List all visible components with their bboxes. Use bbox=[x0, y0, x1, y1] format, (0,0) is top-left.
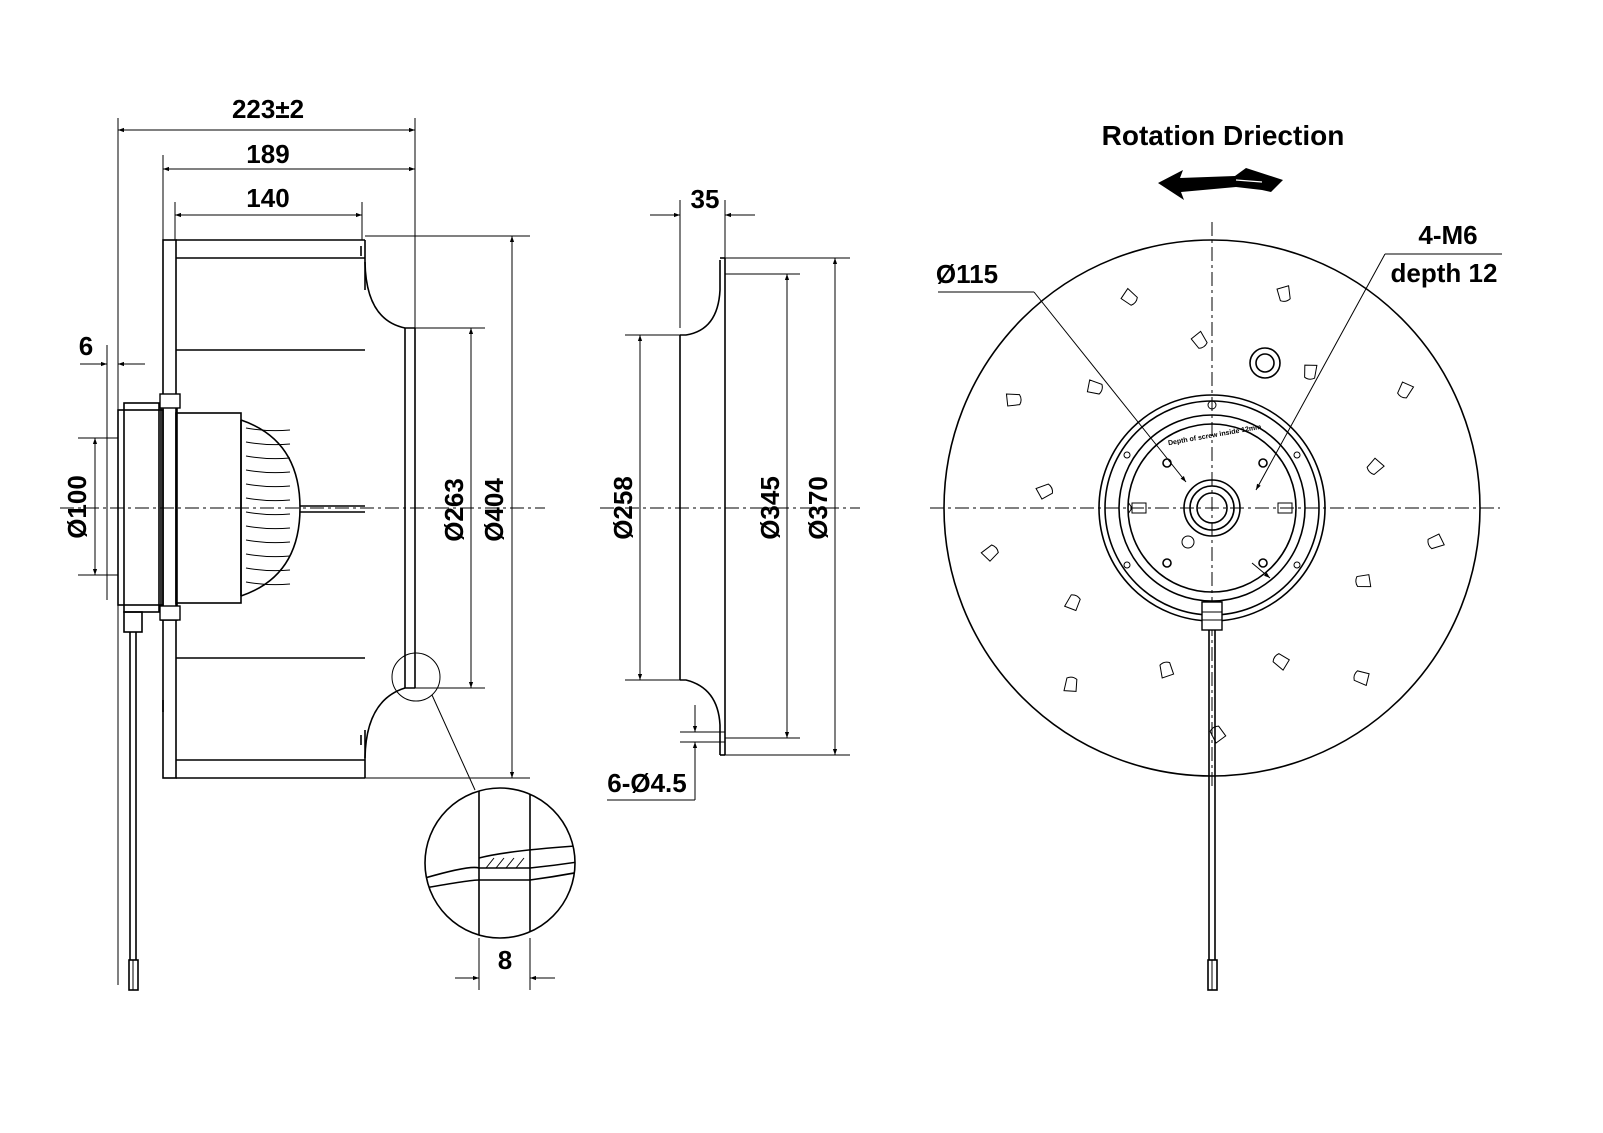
blade-slot bbox=[1353, 670, 1370, 687]
blade-slot bbox=[1355, 574, 1372, 588]
detail-view bbox=[424, 787, 576, 990]
thread-spec-label: 4-M6 bbox=[1418, 220, 1477, 250]
blade-slot bbox=[1005, 393, 1022, 407]
overall-length-label: 223±2 bbox=[232, 94, 304, 124]
blade-slot bbox=[1063, 594, 1081, 612]
motor-fin bbox=[245, 455, 291, 460]
rotation-direction-label: Rotation Driection bbox=[1102, 120, 1345, 151]
throat-diameter-label: Ø258 bbox=[608, 476, 638, 540]
detail-thickness-label: 8 bbox=[498, 945, 512, 975]
outer-diameter-label: Ø404 bbox=[479, 478, 509, 542]
mounting-holes-label: 6-Ø4.5 bbox=[607, 768, 687, 798]
rotation-arrow-icon bbox=[1158, 168, 1283, 200]
motor-fin bbox=[245, 567, 291, 572]
hole-circle-diameter-label: Ø345 bbox=[755, 476, 785, 540]
motor-fin bbox=[245, 581, 291, 586]
blade-slot bbox=[1272, 653, 1290, 671]
motor-fin bbox=[245, 511, 291, 516]
inlet-diameter-label: Ø263 bbox=[439, 478, 469, 542]
ring-depth-label: 35 bbox=[691, 184, 720, 214]
blade-slot bbox=[1304, 364, 1318, 380]
blade-slot bbox=[1427, 533, 1445, 550]
blade-slot bbox=[1366, 457, 1385, 476]
flange-diameter-label: Ø370 bbox=[803, 476, 833, 540]
blade-slot bbox=[1159, 661, 1175, 679]
inlet-ring-view: 35 Ø258 Ø345 Ø370 6-Ø4.5 bbox=[600, 184, 860, 801]
blade-slot bbox=[1063, 676, 1078, 692]
side-view: 223±2 189 140 6 Ø100 Ø263 Ø404 8 bbox=[60, 94, 576, 991]
motor-fins bbox=[245, 427, 291, 586]
motor-fin bbox=[245, 483, 291, 488]
motor-fin bbox=[245, 469, 291, 474]
front-view: Rotation Driection Depth of screw inside… bbox=[930, 120, 1502, 991]
impeller-length-label: 189 bbox=[246, 139, 289, 169]
flange-offset-label: 6 bbox=[79, 331, 93, 361]
blade-slot bbox=[1190, 330, 1208, 349]
blade-slot bbox=[1035, 483, 1054, 500]
blade-slot bbox=[1276, 285, 1291, 302]
blade-slot bbox=[980, 544, 999, 562]
motor-fin bbox=[245, 427, 291, 432]
blade-slot bbox=[1209, 725, 1227, 744]
blade-length-label: 140 bbox=[246, 183, 289, 213]
thread-depth-label: depth 12 bbox=[1391, 258, 1498, 288]
motor-fin bbox=[245, 553, 291, 558]
blade-slot bbox=[1086, 379, 1103, 395]
motor-fin bbox=[245, 539, 291, 544]
blade-slot bbox=[1120, 287, 1138, 306]
motor-fin bbox=[245, 525, 291, 530]
bolt-circle-label: Ø115 bbox=[936, 259, 998, 289]
blade-slots bbox=[980, 285, 1445, 744]
blade-slot bbox=[1397, 381, 1415, 399]
motor-fin bbox=[245, 441, 291, 446]
motor-fin bbox=[245, 497, 291, 502]
hub-marking-text: Depth of screw inside 12mm bbox=[1168, 424, 1262, 447]
hub-diameter-label: Ø100 bbox=[62, 475, 92, 539]
